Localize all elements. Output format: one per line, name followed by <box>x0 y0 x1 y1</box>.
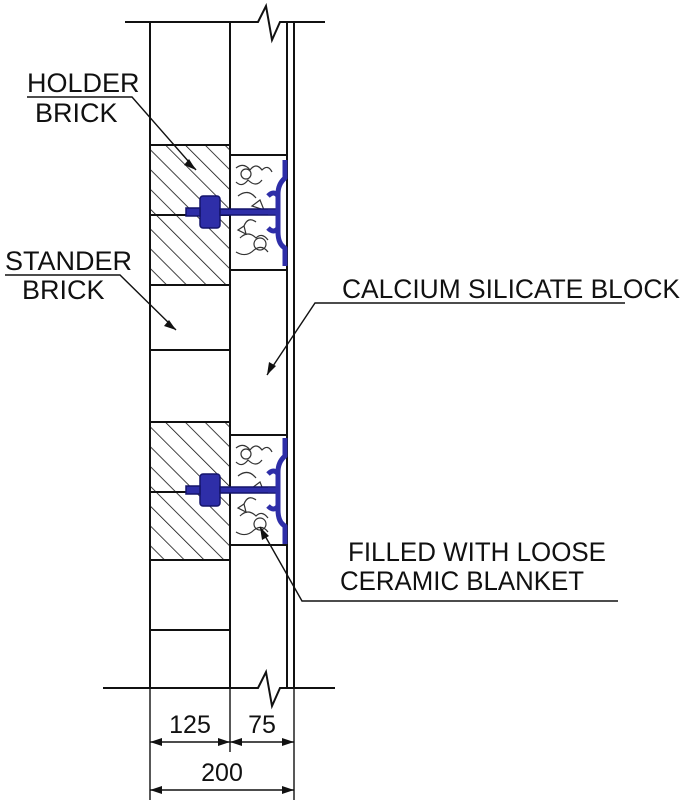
ceramic-blanket-label-line2: CERAMIC BLANKET <box>340 566 584 596</box>
ceramic-blanket-fill-upper <box>235 164 273 256</box>
stander-brick-label: STANDER BRICK <box>5 246 177 331</box>
dimension-brick-layer: 125 <box>169 711 211 739</box>
calcium-silicate-block-label: CALCIUM SILICATE BLOCK <box>266 274 680 376</box>
dimension-lines <box>149 688 295 800</box>
holder-brick-label-line1: HOLDER <box>27 68 140 98</box>
calcium-silicate-block-leader-arrow <box>267 362 276 375</box>
holder-brick-label-line2: BRICK <box>35 98 118 128</box>
stander-brick-leader-arrow <box>164 320 176 330</box>
stander-brick-label-line2: BRICK <box>22 275 105 305</box>
ceramic-blanket-label: FILLED WITH LOOSE CERAMIC BLANKET <box>259 526 618 602</box>
wall-outline <box>149 22 295 688</box>
holder-brick-label: HOLDER BRICK <box>27 68 197 171</box>
anchor-lower <box>185 438 288 544</box>
holder-brick-leader-arrow <box>184 159 196 170</box>
dimension-insulation-layer: 75 <box>248 711 276 739</box>
anchor-upper <box>185 160 288 266</box>
ceramic-blanket-label-line1: FILLED WITH LOOSE <box>348 537 606 567</box>
insulation-layer <box>230 154 287 546</box>
ceramic-blanket-leader-arrow <box>260 527 269 540</box>
dimension-total-thickness: 200 <box>201 759 243 787</box>
calcium-silicate-block-text: CALCIUM SILICATE BLOCK <box>342 274 680 304</box>
stander-brick-label-line1: STANDER <box>5 246 132 276</box>
bottom-break-line <box>103 668 335 710</box>
